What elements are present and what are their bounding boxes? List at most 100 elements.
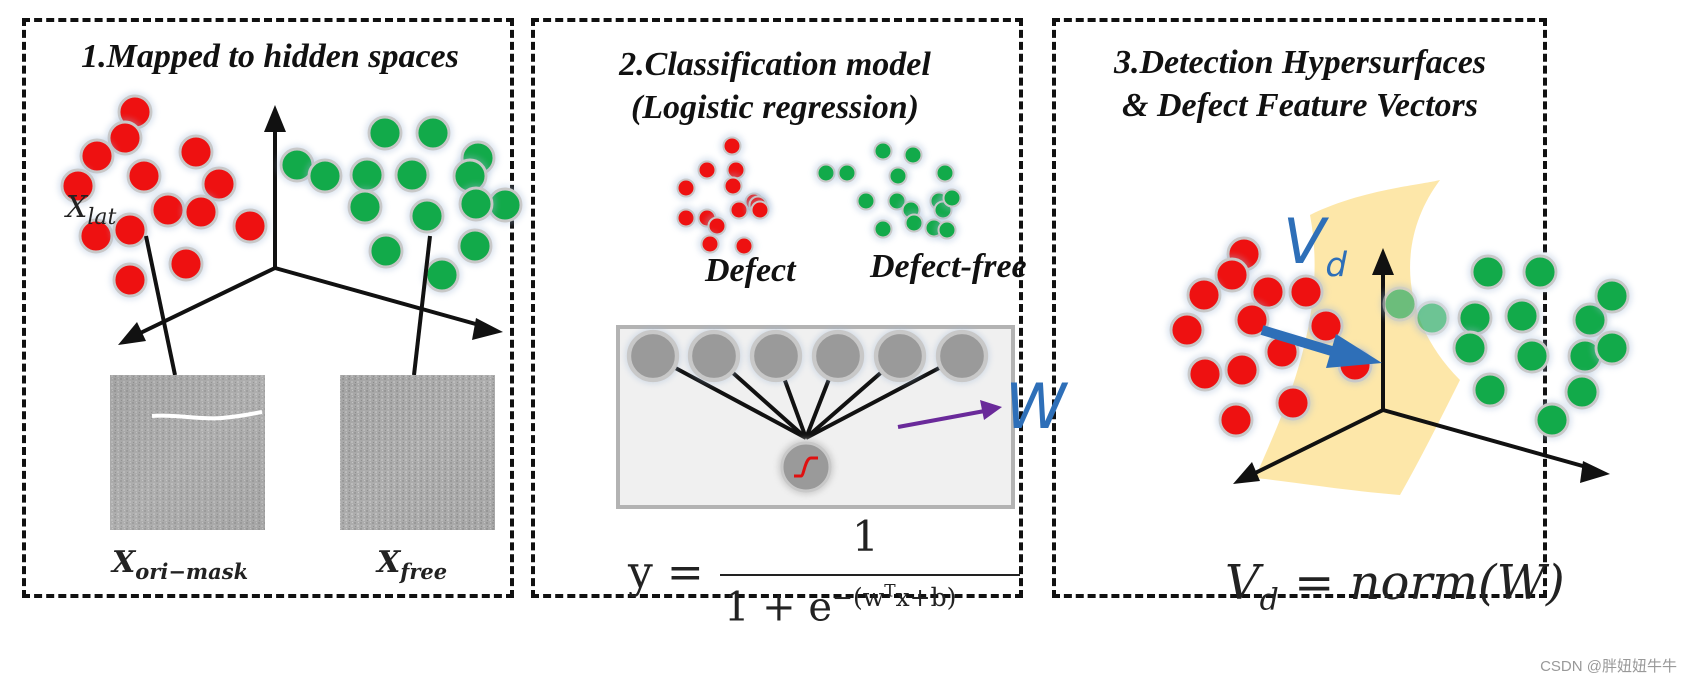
formula-exponent-tail: x+b) (895, 583, 957, 613)
defect-free-image-subscript: free (400, 559, 448, 584)
defect-image-label: Xori−mask (112, 545, 248, 584)
formula-denominator-base: 1 + e (724, 584, 833, 631)
panel1-defect-free-points (277, 113, 525, 295)
defect-free-point (347, 189, 383, 225)
panel-hidden-spaces (22, 18, 514, 598)
defect-point (126, 158, 162, 194)
defect-free-image-patch (340, 375, 495, 530)
defect-free-point (1452, 330, 1488, 366)
defect-free-point-on-surface (1414, 300, 1450, 336)
panel-detection (1052, 18, 1547, 598)
defect-point (729, 200, 749, 220)
defect-free-cluster-label: Defect-free (870, 248, 1027, 285)
latent-vector-symbol: X (66, 190, 88, 225)
defect-point (676, 178, 696, 198)
formula-exponent-transpose: T (884, 582, 896, 602)
defect-free-point (368, 233, 404, 269)
defect-free-point (1470, 254, 1506, 290)
vd-formula: Vd = norm(W) (1225, 555, 1565, 618)
panel2-title: 2.Classification model (Logistic regress… (560, 44, 990, 129)
defect-free-image-symbol: X (377, 545, 401, 580)
defect-point (178, 134, 214, 170)
vd-vector-subscript: d (1325, 245, 1348, 286)
input-neuron (873, 329, 927, 383)
defect-free-point (937, 220, 957, 240)
defect-image-subscript: ori−mask (135, 559, 249, 584)
panel3-axis-arrowheads (1233, 248, 1610, 484)
defect-free-image-label: Xfree (377, 545, 447, 584)
defect-free-point (904, 213, 924, 233)
panel1-axes (129, 115, 491, 340)
defect-free-point-on-surface (1382, 286, 1418, 322)
defect-free-point (1594, 330, 1630, 366)
defect-free-point (367, 115, 403, 151)
defect-point (201, 166, 237, 202)
defect-point (232, 208, 268, 244)
defect-free-point (1564, 374, 1600, 410)
formula-lhs: y = (628, 547, 704, 598)
panel3-title: 3.Detection Hypersurfaces & Defect Featu… (1070, 42, 1530, 127)
defect-free-point (1472, 372, 1508, 408)
vd-formula-subscript: d (1259, 582, 1279, 618)
defect-point (150, 192, 186, 228)
input-neuron (935, 329, 989, 383)
panel3-defect-free-points (1380, 252, 1632, 440)
defect-point (1214, 257, 1250, 293)
defect-point (168, 246, 204, 282)
defect-point (112, 212, 148, 248)
vd-formula-rhs: = norm(W) (1278, 555, 1565, 611)
panel3-axes (1244, 258, 1598, 480)
defect-free-point (1504, 298, 1540, 334)
defect-point (79, 138, 115, 174)
vd-vector-label: Vd (1283, 205, 1347, 285)
defect-free-point (942, 188, 962, 208)
defect-point (700, 234, 720, 254)
defect-free-point (903, 145, 923, 165)
input-neuron (626, 329, 680, 383)
defect-point (1224, 352, 1260, 388)
latent-vector-label: Xlat (66, 190, 116, 230)
defect-free-point (873, 141, 893, 161)
panel1-title: 1.Mapped to hidden spaces (81, 38, 459, 75)
panel-classification (531, 18, 1023, 598)
formula-exponent: −(w (832, 583, 885, 613)
panel2-title-line2: (Logistic regression) (630, 88, 920, 126)
latent-vector-subscript: lat (87, 205, 117, 230)
input-neuron (749, 329, 803, 383)
input-neurons (625, 328, 990, 384)
defect-free-point (1514, 338, 1550, 374)
defect-free-point (415, 115, 451, 151)
panel3-title-line1: 3.Detection Hypersurfaces (1113, 44, 1487, 81)
crack-line (151, 410, 263, 421)
defect-point (1275, 385, 1311, 421)
panel1-axis-arrowheads (118, 105, 503, 345)
panel1-defect-points (58, 92, 270, 300)
defect-point (60, 168, 96, 204)
input-neuron (811, 329, 865, 383)
vd-formula-symbol: V (1225, 555, 1260, 611)
weight-label: W (1005, 370, 1067, 443)
defect-point (676, 208, 696, 228)
panel1-connector-lines (144, 235, 432, 376)
defect-point (1308, 308, 1344, 344)
panel2-defect-points (673, 133, 773, 259)
formula-denominator: 1 + e−(wTx+b) (724, 582, 956, 631)
defect-point (723, 176, 743, 196)
defect-point (1187, 356, 1223, 392)
defect-free-point (1594, 278, 1630, 314)
defect-free-point (888, 166, 908, 186)
defect-feature-vector-arrow (1260, 325, 1382, 368)
defect-free-point (816, 163, 836, 183)
defect-point (1288, 274, 1324, 310)
panel3-title-line2: & Defect Feature Vectors (1122, 86, 1478, 124)
panel2-title-line1: 2.Classification model (619, 46, 931, 83)
defect-free-point (1534, 402, 1570, 438)
defect-cluster-label: Defect (705, 252, 796, 289)
defect-free-point (457, 228, 493, 264)
defect-image-patch (110, 375, 265, 530)
formula-numerator: 1 (852, 512, 879, 561)
defect-free-point (935, 163, 955, 183)
defect-point (107, 120, 143, 156)
weight-arrow (897, 400, 1002, 429)
